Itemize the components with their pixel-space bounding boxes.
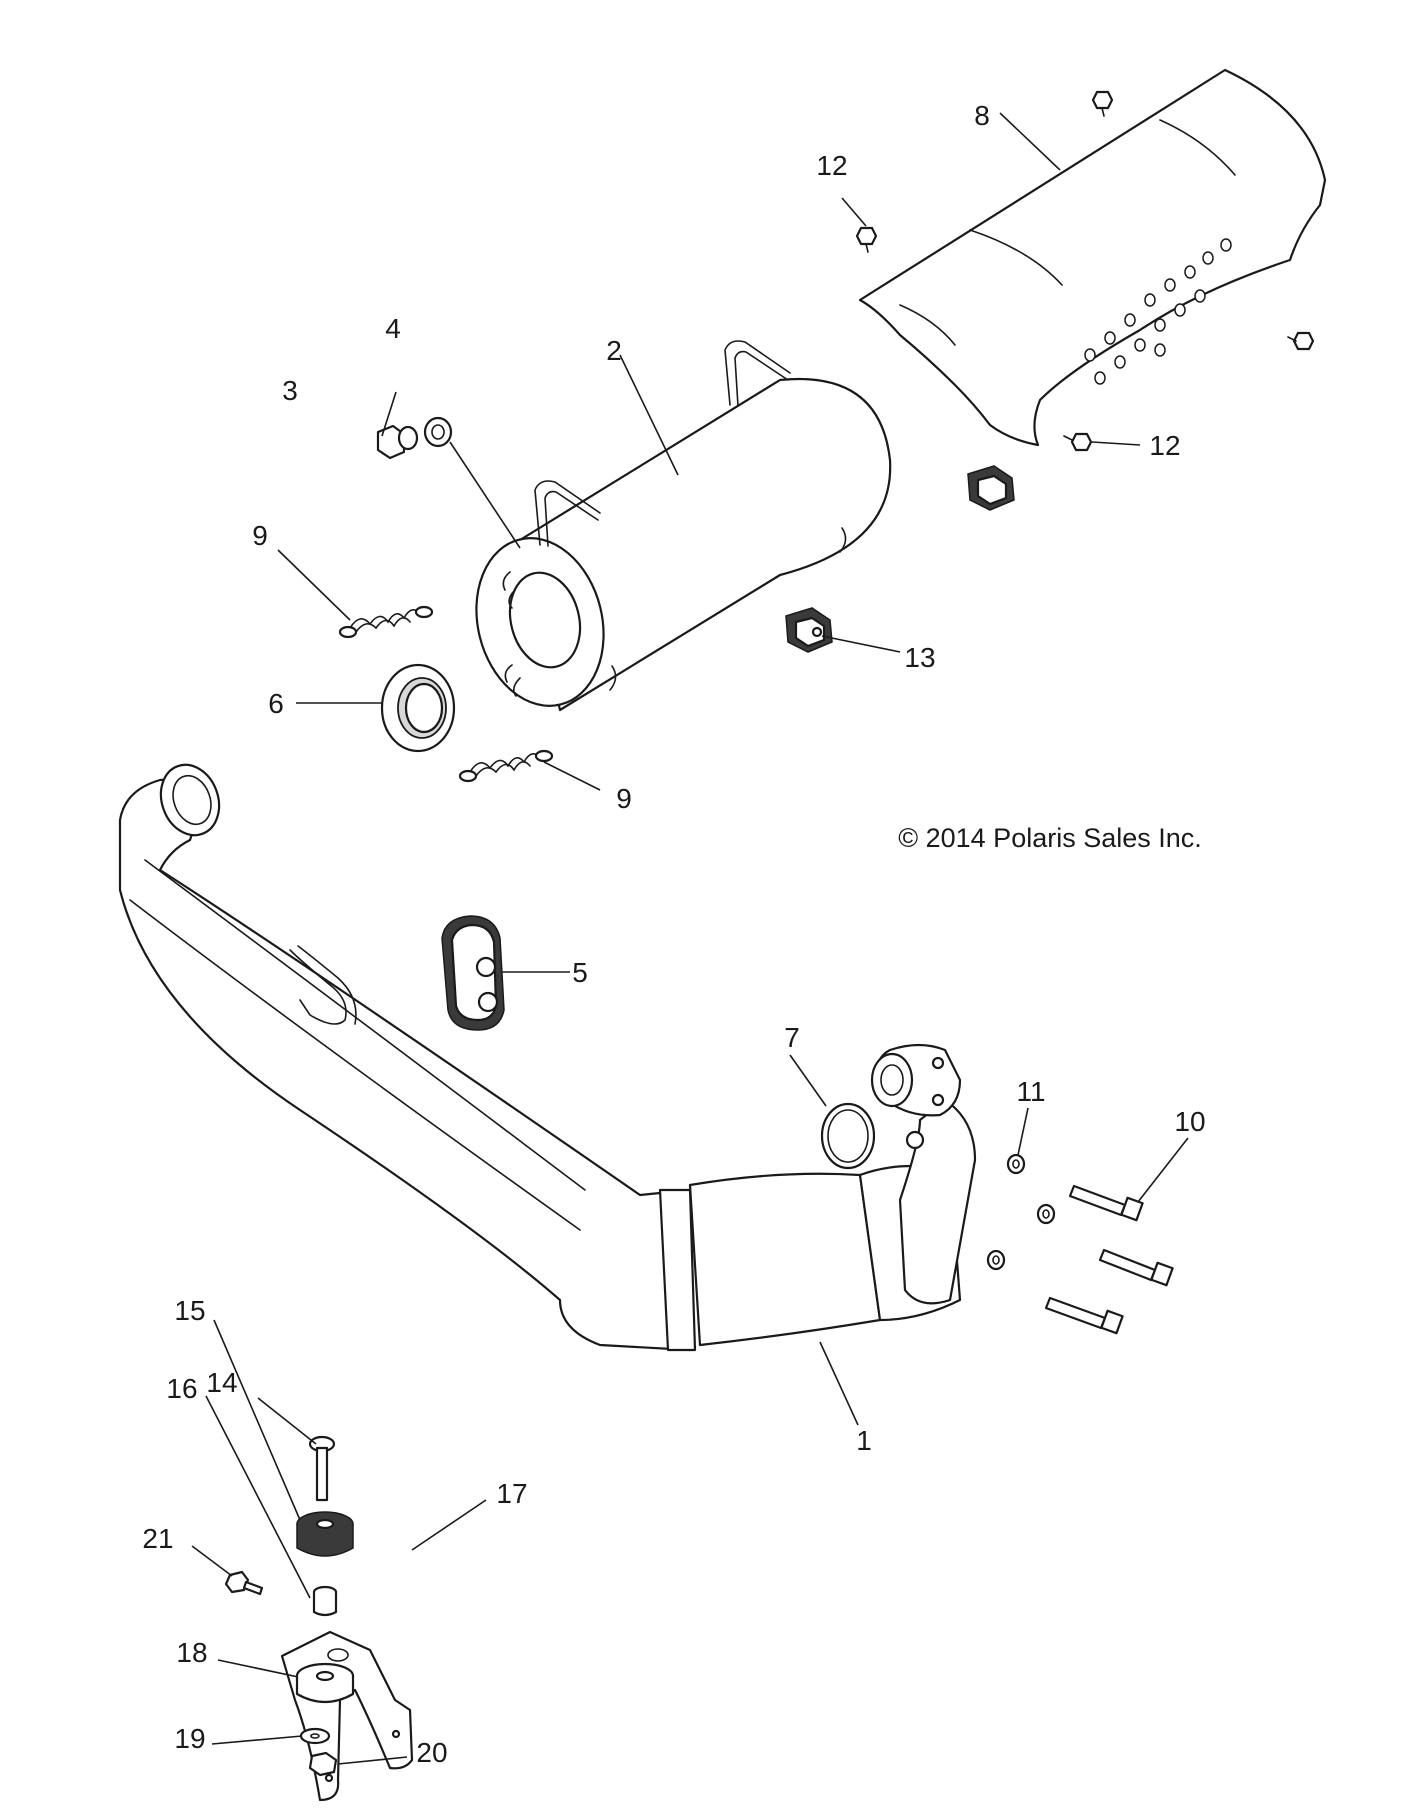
- spring-lower: [458, 749, 554, 783]
- heat-shield-screw: [1063, 432, 1093, 452]
- carriage-bolt: [308, 1435, 336, 1502]
- callout-12-upper: 12: [816, 150, 847, 181]
- callout-9-upper: 9: [252, 520, 268, 551]
- head-pipe: [118, 763, 977, 1352]
- washer-19: [299, 1727, 331, 1745]
- grommet-18: [295, 1662, 355, 1704]
- callout-11: 11: [1016, 1076, 1045, 1107]
- callout-1: 1: [856, 1425, 872, 1456]
- flange-bolt: [1068, 1184, 1144, 1222]
- spring-upper: [338, 605, 434, 639]
- exhaust-gasket: [820, 1102, 876, 1170]
- callout-12-lower: 12: [1149, 430, 1180, 461]
- heat-shield-screw: [1287, 331, 1315, 351]
- callout-13: 13: [904, 642, 935, 673]
- heat-shield-screw: [855, 226, 878, 253]
- flange-bolt: [1044, 1296, 1124, 1335]
- heat-shield-screw: [1091, 90, 1114, 117]
- isolator-mount: [441, 915, 505, 1031]
- callout-7: 7: [784, 1022, 800, 1053]
- copyright-notice: © 2014 Polaris Sales Inc.: [898, 823, 1202, 853]
- callout-6: 6: [268, 688, 284, 719]
- callout-17: 17: [496, 1478, 527, 1509]
- callout-8: 8: [974, 100, 990, 131]
- callout-14: 14: [206, 1367, 237, 1398]
- leader-lines: [191, 112, 1189, 1765]
- muffler-grommet: [967, 465, 1015, 511]
- callout-19: 19: [174, 1723, 205, 1754]
- nut-20: [308, 1751, 338, 1777]
- flange-washer: [1006, 1153, 1026, 1175]
- muffler: [475, 340, 892, 712]
- callout-labels: 8 12 12 2 4 3 9 6 9 13 5 7 11 10 1 14 15…: [142, 100, 1205, 1768]
- callout-9-lower: 9: [616, 783, 632, 814]
- callout-21: 21: [142, 1523, 173, 1554]
- heat-shield: [858, 68, 1327, 447]
- heat-shield-vent-holes: [1084, 238, 1232, 385]
- flange-bolt: [1098, 1248, 1174, 1287]
- callout-20: 20: [416, 1737, 447, 1768]
- callout-15: 15: [174, 1295, 205, 1326]
- grommet-15: [296, 1511, 354, 1557]
- screw-21: [224, 1570, 264, 1596]
- muffler-grommet: [785, 607, 833, 653]
- bushing-16: [312, 1585, 338, 1617]
- drain-plug: [376, 424, 419, 460]
- plug-washer: [423, 416, 453, 448]
- callout-2: 2: [606, 335, 622, 366]
- mount-bracket: [280, 1630, 414, 1802]
- flange-washer: [986, 1249, 1006, 1271]
- muffler-gasket: [380, 663, 456, 753]
- callout-5: 5: [572, 957, 588, 988]
- callout-3: 3: [282, 375, 298, 406]
- flange-washer: [1036, 1203, 1056, 1225]
- callout-18: 18: [176, 1637, 207, 1668]
- callout-10: 10: [1174, 1106, 1205, 1137]
- callout-4: 4: [385, 313, 401, 344]
- callout-16: 16: [166, 1373, 197, 1404]
